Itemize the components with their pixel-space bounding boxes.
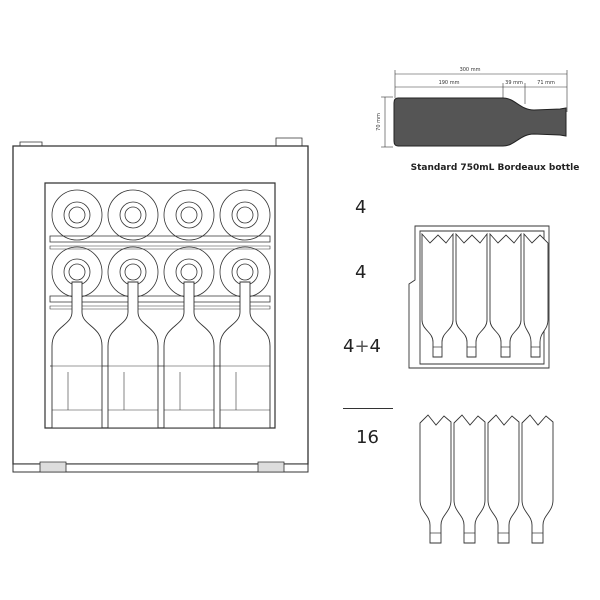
row3-count-a: 4 xyxy=(343,336,355,357)
body-length-label: 190 mm xyxy=(439,80,460,86)
bottle-dimension-drawing xyxy=(381,70,567,147)
upright-bottle-labels xyxy=(52,366,270,410)
row3-count-b: 4 xyxy=(369,336,381,357)
loose-bottles xyxy=(420,415,553,543)
row3-plus: + xyxy=(354,336,370,357)
row3-count: 4+4 xyxy=(343,336,381,357)
loose-bottle-neck-rings xyxy=(430,347,543,533)
row2-count: 4 xyxy=(355,262,367,283)
bordeaux-bottle-side-view xyxy=(394,98,566,146)
upright-bottles xyxy=(52,282,270,428)
row1-bottle-ends xyxy=(52,190,270,240)
bottle-caption: Standard 750mL Bordeaux bottle xyxy=(410,163,580,173)
diameter-label: 70 mm xyxy=(376,113,382,131)
total-divider xyxy=(343,408,393,409)
total-count: 16 xyxy=(356,427,379,448)
neck-length-label: 71 mm xyxy=(537,80,555,86)
rack-bottles xyxy=(422,234,548,357)
row1-count: 4 xyxy=(355,197,367,218)
total-length-label: 300 mm xyxy=(460,67,481,73)
shoulder-length-label: 39 mm xyxy=(505,80,523,86)
